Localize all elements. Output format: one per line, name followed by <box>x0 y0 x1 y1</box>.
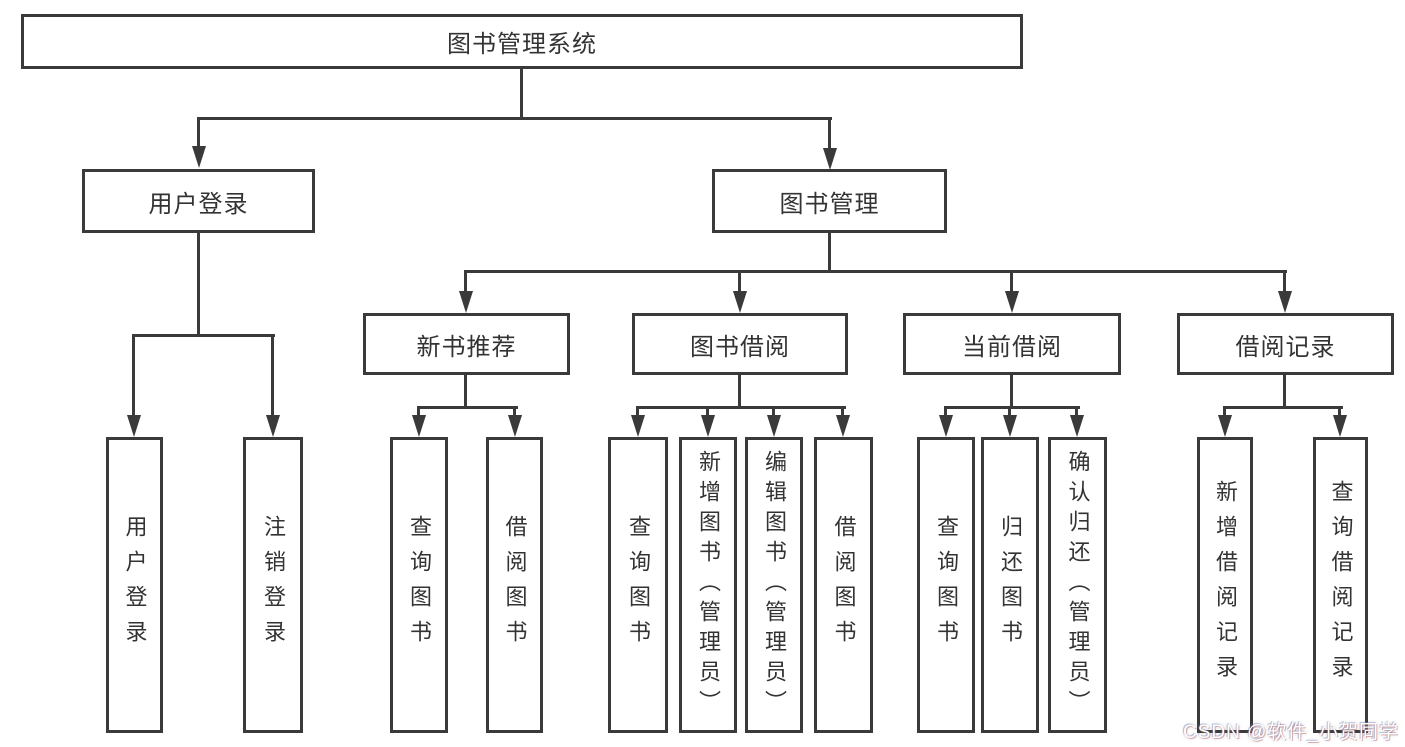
leaf-user-login: 用户登录 <box>106 437 163 733</box>
connector-line <box>772 406 775 418</box>
connector-line <box>1338 406 1341 418</box>
connector-line <box>636 406 639 418</box>
connector-line <box>271 334 274 418</box>
connector-line <box>513 406 516 418</box>
leaf-query-borrow-record: 查询借阅记录 <box>1313 437 1368 733</box>
arrow-down-icon <box>459 291 473 313</box>
leaf-add-books-admin: 新增图书（管理员） <box>679 437 737 733</box>
arrow-down-icon <box>767 415 781 437</box>
node-borrowing-records: 借阅记录 <box>1177 313 1394 375</box>
connector-line <box>417 406 420 418</box>
connector-line <box>197 117 832 120</box>
arrow-down-icon <box>192 146 206 168</box>
node-new-book-recommend: 新书推荐 <box>363 313 570 375</box>
connector-line <box>132 334 135 418</box>
leaf-borrow-books-recommend: 借阅图书 <box>486 437 543 733</box>
node-current-borrowing: 当前借阅 <box>903 313 1121 375</box>
leaf-add-borrow-record: 新增借阅记录 <box>1197 437 1253 733</box>
arrow-down-icon <box>733 291 747 313</box>
connector-line <box>1223 406 1343 409</box>
connector-line <box>1075 406 1078 418</box>
connector-line <box>1008 406 1011 418</box>
connector-line <box>828 233 831 273</box>
connector-line <box>738 375 741 409</box>
arrow-down-icon <box>1278 291 1292 313</box>
connector-line <box>1010 375 1013 409</box>
connector-line <box>197 117 200 149</box>
leaf-query-books-recommend: 查询图书 <box>390 437 448 733</box>
arrow-down-icon <box>1070 415 1084 437</box>
arrow-down-icon <box>412 415 426 437</box>
leaf-return-books: 归还图书 <box>981 437 1039 733</box>
node-book-borrowing: 图书借阅 <box>632 313 848 375</box>
leaf-confirm-return-admin: 确认归还（管理员） <box>1048 437 1107 733</box>
connector-line <box>520 69 523 117</box>
leaf-query-books-borrowing: 查询图书 <box>608 437 668 733</box>
arrow-down-icon <box>1333 415 1347 437</box>
connector-line <box>1223 406 1226 418</box>
node-library-management-system: 图书管理系统 <box>21 14 1023 69</box>
leaf-edit-books-admin: 编辑图书（管理员） <box>745 437 803 733</box>
node-user-login: 用户登录 <box>82 169 315 233</box>
connector-line <box>828 117 831 151</box>
arrow-down-icon <box>1218 415 1232 437</box>
node-book-management: 图书管理 <box>712 169 947 233</box>
connector-line <box>636 406 846 409</box>
arrow-down-icon <box>127 415 141 437</box>
connector-line <box>1283 375 1286 409</box>
connector-line <box>738 270 741 294</box>
connector-line <box>944 406 947 418</box>
arrow-down-icon <box>508 415 522 437</box>
connector-line <box>944 406 1080 409</box>
connector-line <box>464 270 467 294</box>
connector-line <box>1010 270 1013 294</box>
connector-line <box>1283 270 1286 294</box>
arrow-down-icon <box>939 415 953 437</box>
connector-line <box>132 334 275 337</box>
arrow-down-icon <box>823 148 837 170</box>
connector-line <box>464 270 1287 273</box>
arrow-down-icon <box>836 415 850 437</box>
leaf-query-books-current: 查询图书 <box>917 437 975 733</box>
connector-line <box>464 375 467 409</box>
connector-line <box>841 406 844 418</box>
arrow-down-icon <box>631 415 645 437</box>
leaf-borrow-books: 借阅图书 <box>814 437 873 733</box>
connector-line <box>417 406 518 409</box>
connector-line <box>197 233 200 337</box>
csdn-watermark: CSDN @软件_小贺同学 <box>1183 722 1399 743</box>
connector-line <box>706 406 709 418</box>
leaf-logout-login: 注销登录 <box>243 437 303 733</box>
arrow-down-icon <box>701 415 715 437</box>
arrow-down-icon <box>266 415 280 437</box>
arrow-down-icon <box>1005 291 1019 313</box>
arrow-down-icon <box>1003 415 1017 437</box>
